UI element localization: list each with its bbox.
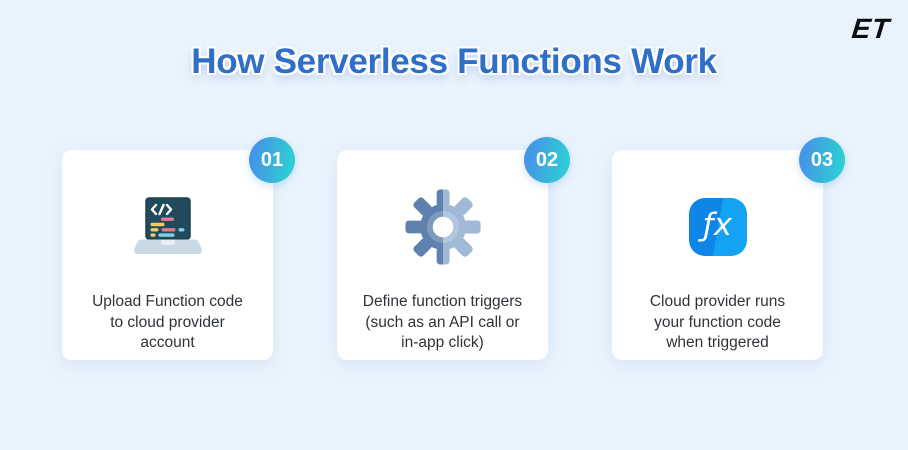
fx-glyph: ƒx	[702, 207, 733, 243]
step-description: Cloud provider runs your function code w…	[649, 293, 786, 351]
step-card-run-function: 03 ƒx Cloud provider runs your function …	[612, 137, 845, 360]
step-number-badge: 01	[249, 137, 295, 183]
step-card-define-triggers: 02	[337, 137, 570, 360]
brand-logo: ET	[850, 13, 892, 44]
page-title: How Serverless Functions Work	[191, 42, 717, 81]
step-description: Define function triggers (such as an API…	[362, 293, 523, 351]
step-card-upload-code: 01 Upload Function code to cloud provide…	[62, 137, 295, 360]
function-fx-icon: ƒx	[688, 188, 747, 266]
step-description: Upload Function code to cloud provider a…	[92, 293, 243, 351]
laptop-code-icon	[132, 188, 204, 266]
step-number-badge: 02	[524, 137, 570, 183]
fx-app-tile: ƒx	[688, 198, 747, 256]
step-number-badge: 03	[799, 137, 845, 183]
gear-icon	[404, 188, 482, 266]
